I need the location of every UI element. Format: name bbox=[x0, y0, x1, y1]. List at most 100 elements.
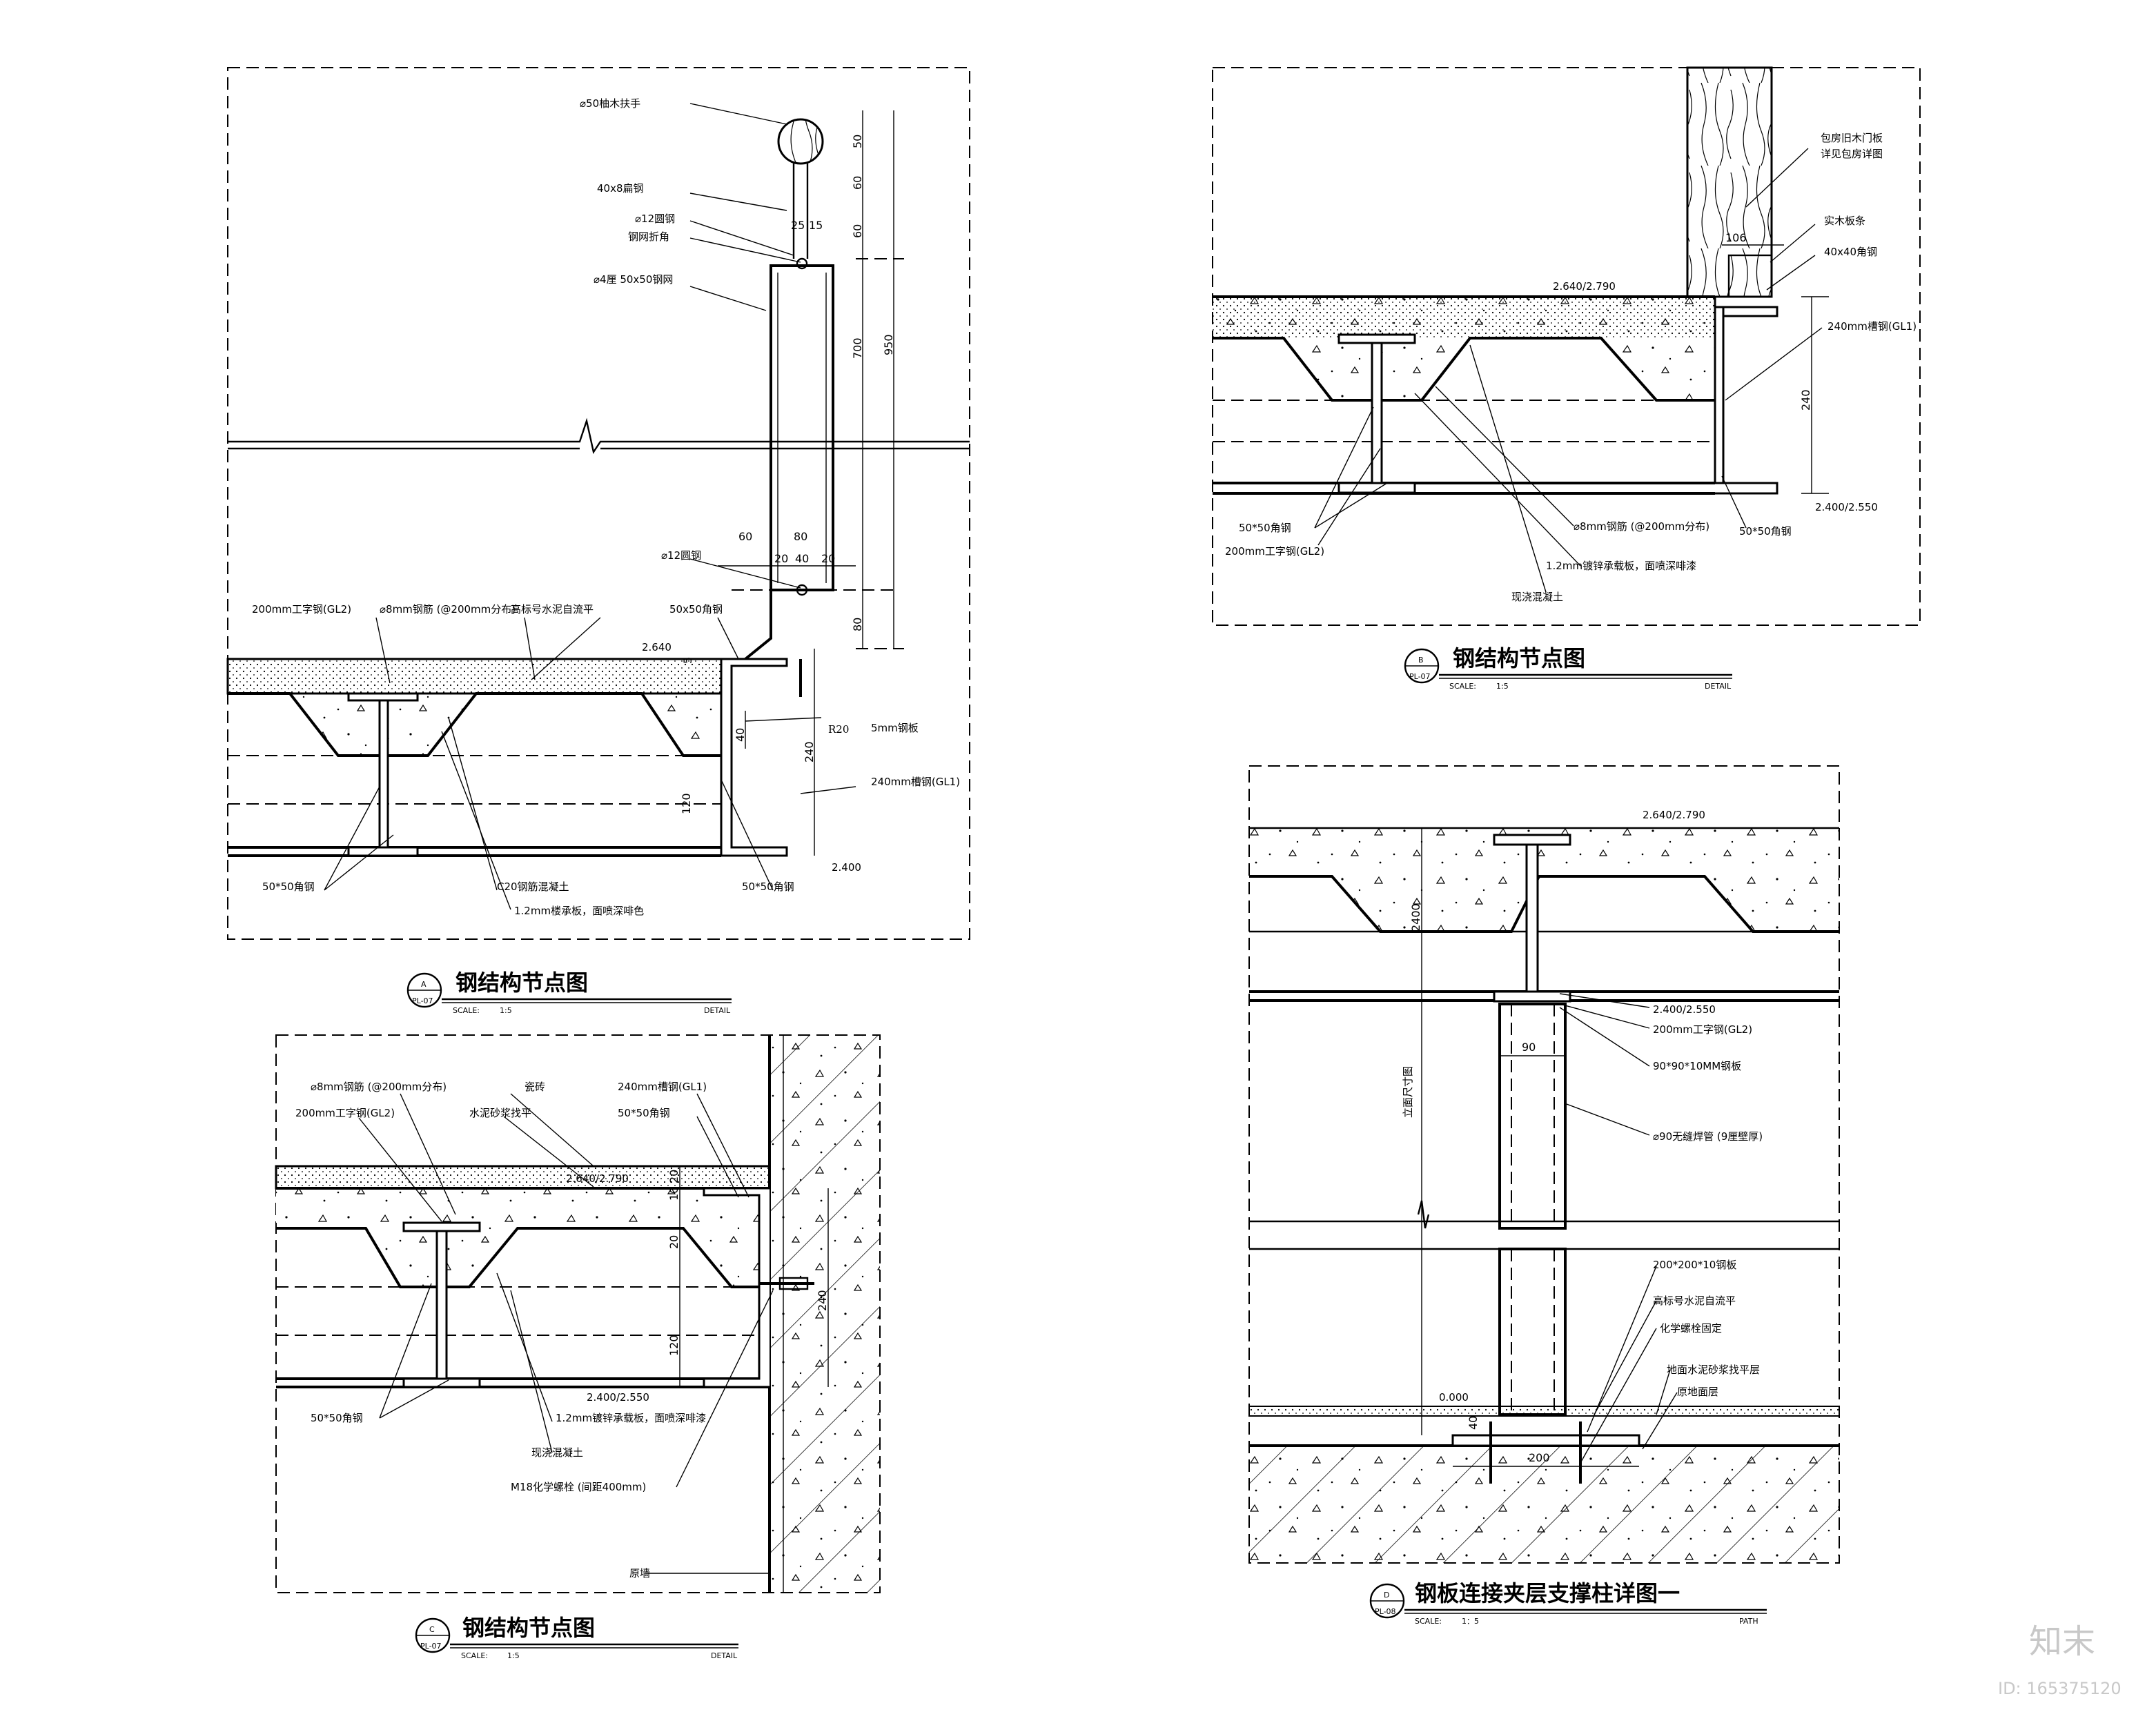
dim-5: 5 bbox=[681, 657, 694, 664]
b-label-level-bottom: 2.400/2.550 bbox=[1815, 501, 1878, 513]
title-c-scale-label: SCALE: bbox=[461, 1651, 488, 1660]
watermark-brand: 知末 bbox=[2029, 1622, 2095, 1661]
label-deck: 1.2mm楼承板，面喷深啡色 bbox=[514, 905, 644, 917]
b-label-angle-left: 50*50角钢 bbox=[1239, 522, 1291, 534]
label-mesh: ⌀4厘 50x50钢网 bbox=[594, 273, 673, 286]
title-c-sheet: PL-07 bbox=[420, 1642, 442, 1651]
guard-mesh-panel bbox=[770, 264, 834, 591]
d-dim-90: 90 bbox=[1522, 1041, 1536, 1054]
title-d-sheet: PL-08 bbox=[1375, 1607, 1396, 1616]
detail-c: ⌀8mm钢筋 (@200mm分布) 瓷砖 240mm槽钢(GL1) 200mm工… bbox=[275, 1034, 881, 1593]
pipe-column-lower bbox=[1498, 1248, 1567, 1416]
label-plate: 5mm钢板 bbox=[871, 722, 919, 734]
dim-60c: 60 bbox=[738, 530, 752, 543]
c-label-deck: 1.2mm镀锌承载板，面喷深啡漆 bbox=[556, 1412, 706, 1424]
d-label-pipe: ⌀90无缝焊管 (9厘壁厚) bbox=[1653, 1130, 1763, 1143]
title-c-scale: 1:5 bbox=[507, 1651, 520, 1660]
dim-60a: 60 bbox=[851, 176, 864, 190]
dim-700: 700 bbox=[851, 337, 864, 359]
label-angle-left: 50*50角钢 bbox=[262, 880, 315, 893]
c-label-ibeam: 200mm工字钢(GL2) bbox=[295, 1107, 395, 1119]
dim-20b: 20 bbox=[821, 552, 835, 565]
dim-80b: 80 bbox=[851, 618, 864, 631]
label-round-steel: ⌀12圆钢 bbox=[635, 213, 675, 225]
c-dim-20a: 20 bbox=[667, 1170, 680, 1183]
c-dim-240: 240 bbox=[816, 1290, 829, 1311]
title-a-mark: A bbox=[421, 980, 427, 989]
title-block-c: C PL-07 钢结构节点图 SCALE: 1:5 DETAIL bbox=[415, 1615, 738, 1660]
b-label-door-2: 详见包房详图 bbox=[1821, 148, 1883, 160]
dim-950: 950 bbox=[882, 334, 895, 355]
label-handrail: ⌀50柚木扶手 bbox=[580, 97, 640, 110]
dim-60b: 60 bbox=[851, 224, 864, 238]
d-dim-40: 40 bbox=[1467, 1416, 1480, 1430]
title-b-type: DETAIL bbox=[1705, 682, 1732, 691]
label-leveling: 高标号水泥自流平 bbox=[511, 603, 594, 616]
b-dim-106: 106 bbox=[1725, 231, 1747, 244]
d-label-original: 原地面层 bbox=[1677, 1386, 1718, 1398]
dim-80: 80 bbox=[794, 530, 807, 543]
d-label-level-top: 2.640/2.790 bbox=[1643, 809, 1705, 821]
title-d-text: 钢板连接夹层支撑柱详图一 bbox=[1415, 1580, 1680, 1606]
title-block-d: D PL-08 钢板连接夹层支撑柱详图一 SCALE: 1：5 PATH bbox=[1369, 1580, 1767, 1626]
title-a-scale-label: SCALE: bbox=[453, 1006, 480, 1015]
d-label-level-mid: 2.400/2.550 bbox=[1653, 1003, 1716, 1016]
title-a-type: DETAIL bbox=[704, 1006, 731, 1015]
label-r20: R20 bbox=[828, 723, 849, 736]
c-label-angle-left: 50*50角钢 bbox=[311, 1412, 363, 1424]
title-block-a: A PL-07 钢结构节点图 SCALE: 1:5 DETAIL bbox=[406, 970, 732, 1015]
label-angle-right: 50*50角钢 bbox=[742, 880, 794, 893]
b-label-concrete: 现浇混凝土 bbox=[1511, 591, 1563, 603]
d-dim-2400: 2400 bbox=[1409, 903, 1422, 932]
detail-a-frame bbox=[227, 67, 970, 940]
label-angle-top: 50x50角钢 bbox=[669, 603, 723, 616]
detail-b: 包房旧木门板 详见包房详图 实木板条 40x40角钢 240mm槽钢(GL1) … bbox=[1212, 66, 1921, 626]
b-dim-240: 240 bbox=[1799, 389, 1812, 411]
title-b-mark: B bbox=[1418, 656, 1424, 665]
c-dim-20b: 20 bbox=[667, 1235, 680, 1249]
pipe-column-upper bbox=[1498, 1003, 1567, 1230]
channel-gl1 bbox=[720, 658, 788, 857]
title-b-scale: 1:5 bbox=[1496, 682, 1509, 691]
title-a-scale: 1:5 bbox=[500, 1006, 512, 1015]
d-label-elevation: 立面尺寸图 bbox=[1402, 1066, 1414, 1118]
c-label-level-bottom: 2.400/2.550 bbox=[587, 1391, 649, 1404]
b-label-deck: 1.2mm镀锌承载板，面喷深啡漆 bbox=[1546, 560, 1696, 572]
title-b-scale-label: SCALE: bbox=[1449, 682, 1476, 691]
b-label-angle-right: 50*50角钢 bbox=[1739, 525, 1792, 538]
c-label-bolt: M18化学螺栓 (间距400mm) bbox=[511, 1481, 646, 1493]
c-label-tile: 瓷砖 bbox=[525, 1081, 545, 1093]
d-label-leveling: 高标号水泥自流平 bbox=[1653, 1295, 1736, 1307]
dim-40b: 40 bbox=[734, 728, 747, 742]
c-label-rebar: ⌀8mm钢筋 (@200mm分布) bbox=[311, 1081, 447, 1093]
title-c-text: 钢结构节点图 bbox=[462, 1615, 595, 1641]
b-label-rebar: ⌀8mm钢筋 (@200mm分布) bbox=[1574, 520, 1709, 533]
base-plate bbox=[1451, 1434, 1640, 1447]
d-label-ibeam: 200mm工字钢(GL2) bbox=[1653, 1023, 1752, 1036]
c-dim-120: 120 bbox=[667, 1335, 680, 1356]
c-label-mortar: 水泥砂浆找平 bbox=[469, 1107, 531, 1119]
c-label-concrete: 现浇混凝土 bbox=[531, 1446, 583, 1459]
title-block-b: B PL-07 钢结构节点图 SCALE: 1:5 DETAIL bbox=[1404, 645, 1732, 691]
dim-20a: 20 bbox=[774, 552, 788, 565]
label-level-bottom: 2.400 bbox=[832, 861, 861, 874]
b-label-angle-top: 40x40角钢 bbox=[1824, 246, 1877, 258]
title-b-text: 钢结构节点图 bbox=[1453, 645, 1585, 671]
title-b-sheet: PL-07 bbox=[1409, 672, 1431, 681]
title-c-type: DETAIL bbox=[711, 1651, 738, 1660]
d-label-bolt: 化学螺栓固定 bbox=[1660, 1322, 1722, 1335]
dim-50: 50 bbox=[851, 135, 864, 148]
label-channel: 240mm槽钢(GL1) bbox=[871, 776, 960, 788]
dim-120: 120 bbox=[680, 793, 693, 814]
label-rebar: ⌀8mm钢筋 (@200mm分布) bbox=[380, 603, 516, 616]
title-d-scale-label: SCALE: bbox=[1415, 1617, 1442, 1626]
label-concrete: C20钢筋混凝土 bbox=[497, 880, 569, 893]
c-label-level-top: 2.640/2.790 bbox=[566, 1172, 629, 1185]
d-dim-200: 200 bbox=[1529, 1451, 1550, 1464]
detail-d: 2.640/2.790 2.400/2.550 200mm工字钢(GL2) 90… bbox=[1248, 765, 1840, 1564]
b-label-channel: 240mm槽钢(GL1) bbox=[1827, 320, 1917, 333]
d-label-mortar: 地面水泥砂浆找平层 bbox=[1667, 1364, 1760, 1376]
dim-25: 25 bbox=[791, 219, 805, 232]
b-label-door: 包房旧木门板 bbox=[1821, 132, 1883, 144]
